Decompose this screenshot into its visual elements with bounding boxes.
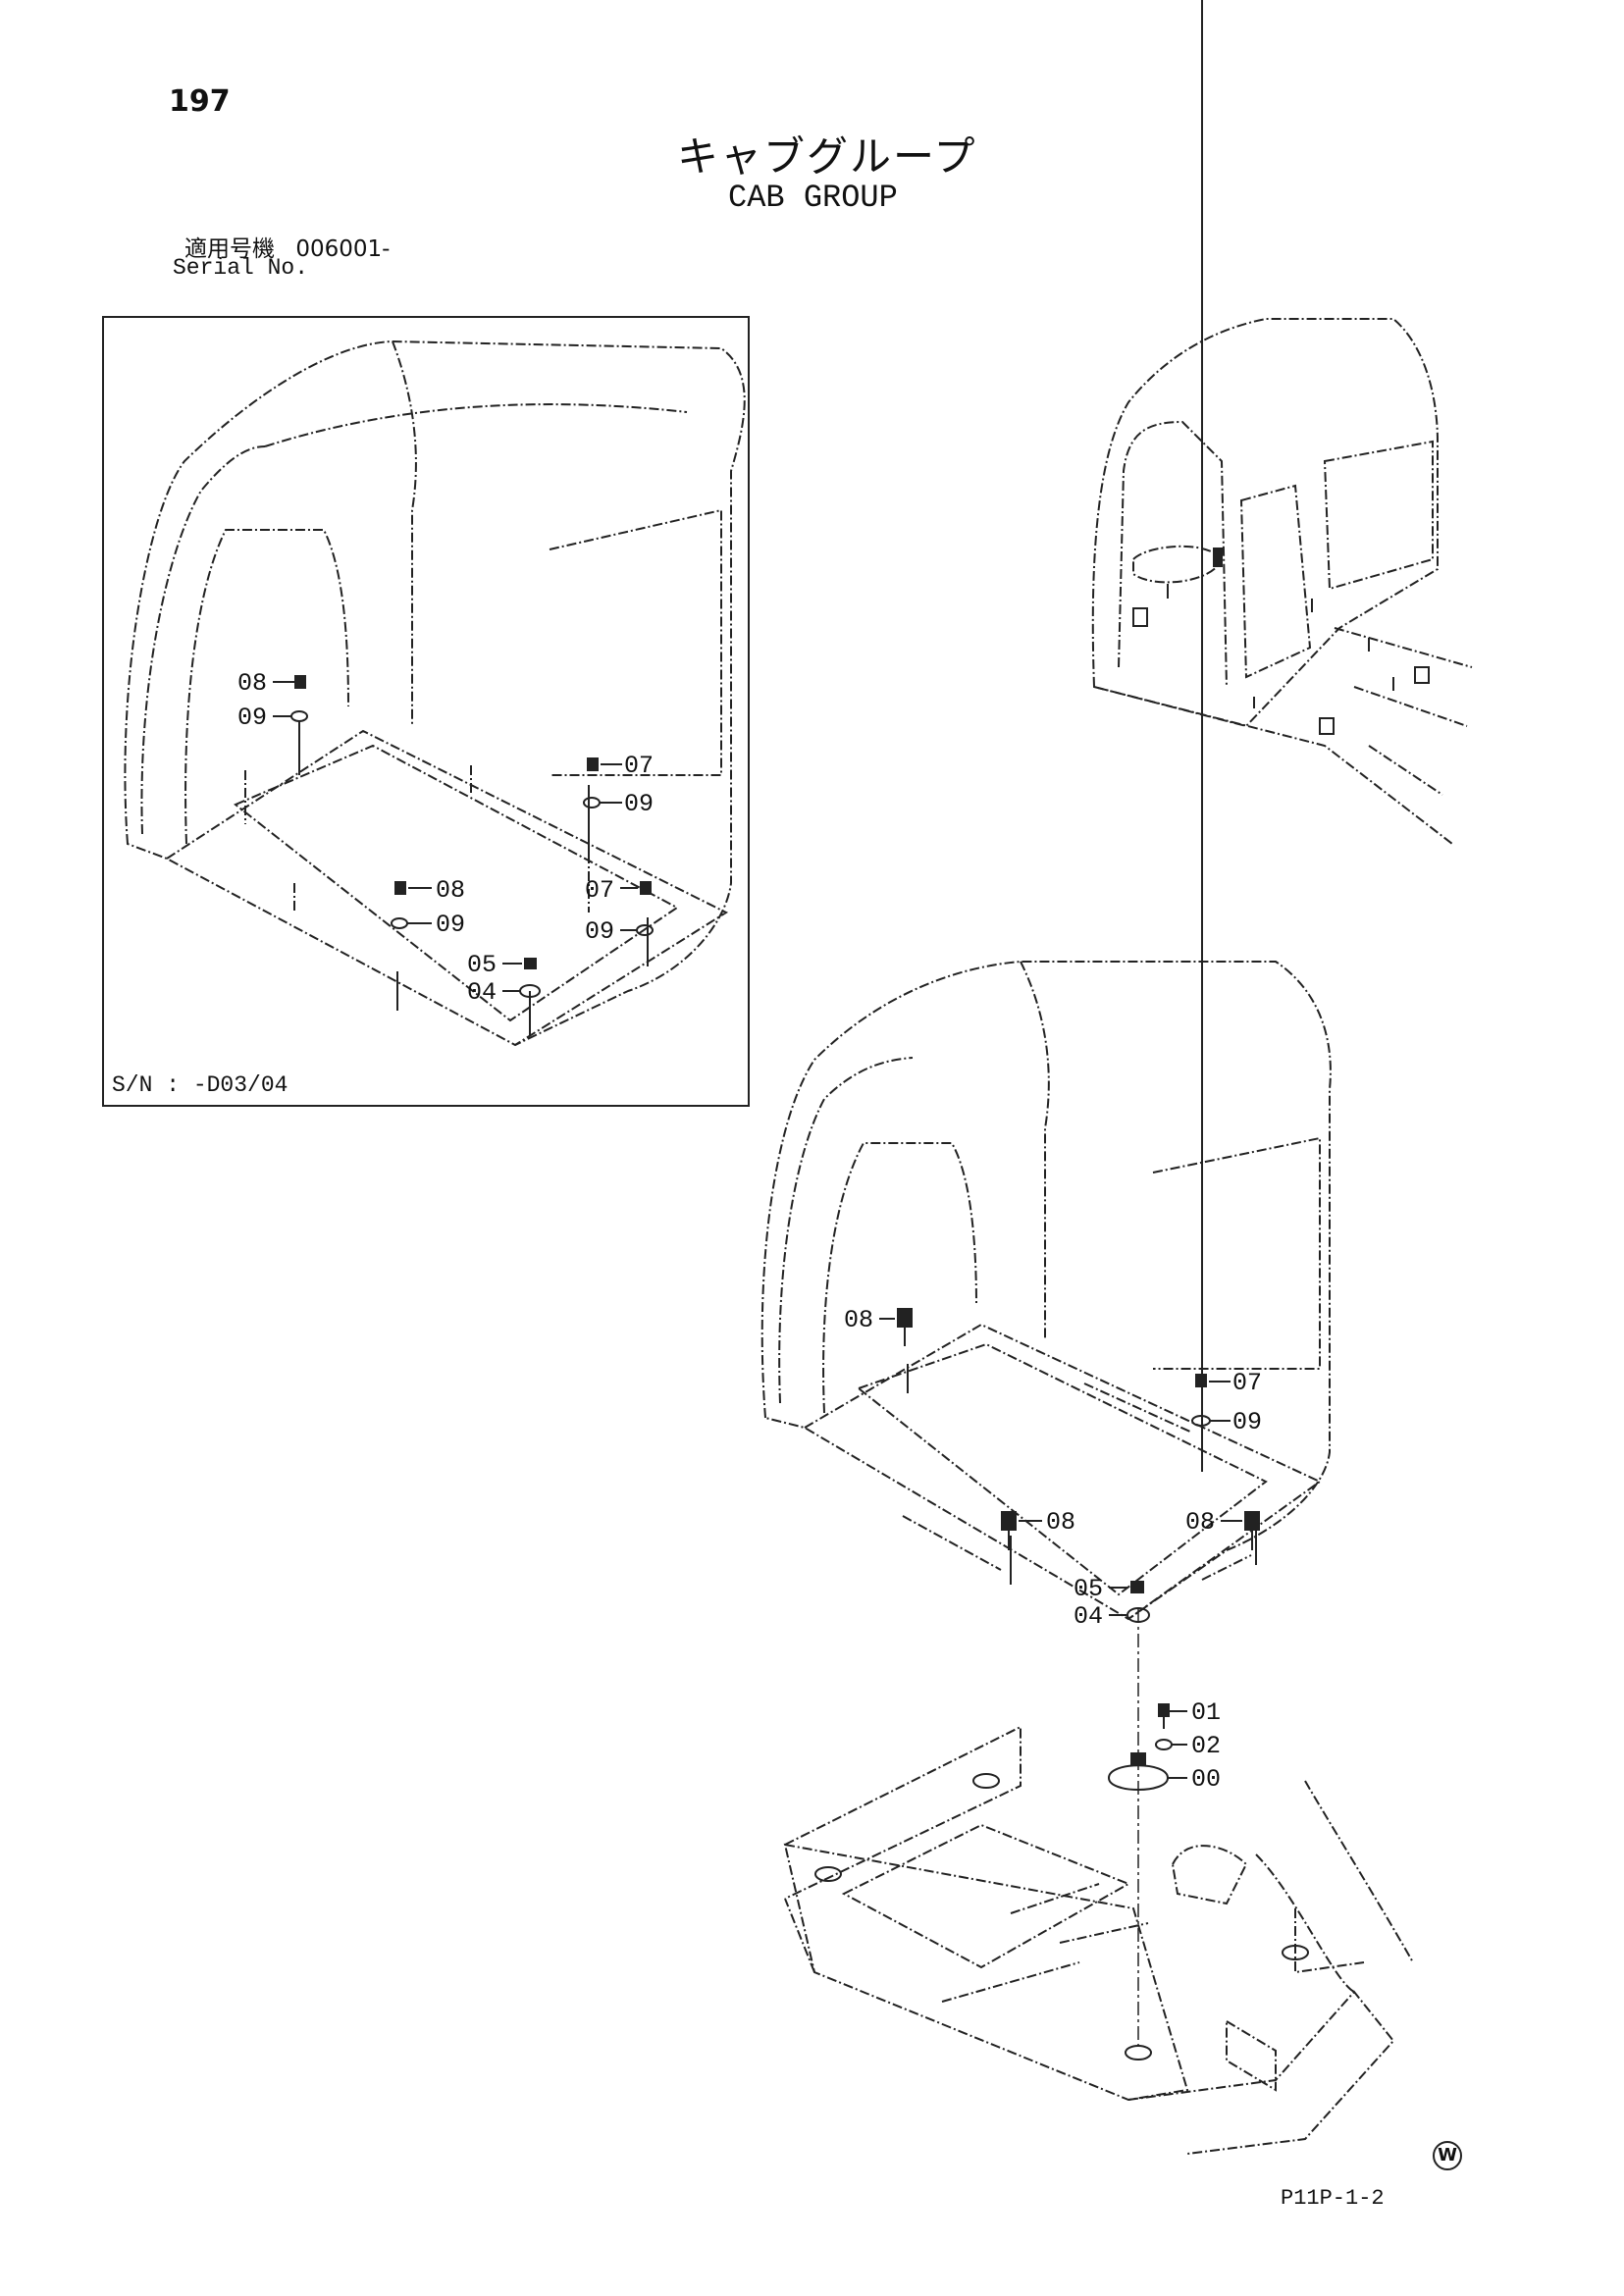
serial-value: 006001-: [295, 236, 391, 262]
main-callouts: 08 07 09 08 08 05 04 01 02 00: [844, 1306, 1262, 1794]
serial-label-japanese: 適用号機: [184, 236, 275, 262]
callout-number: 04: [1074, 1602, 1103, 1631]
page-number: 197: [169, 84, 231, 119]
callout-number: 01: [1191, 1698, 1221, 1727]
callout-number: 05: [1074, 1575, 1103, 1603]
cab-inset-drawing: [124, 339, 746, 1047]
callout-number: 09: [237, 704, 267, 732]
title-japanese: キャブグループ: [677, 132, 977, 181]
callout-number: 08: [1046, 1508, 1075, 1537]
inset-callouts: 08 09 07 09 08 09 07 09 05 04: [237, 669, 654, 1007]
callout-number: 09: [436, 911, 465, 939]
callout-number: 08: [1185, 1508, 1215, 1537]
w-mark: W: [1433, 2141, 1462, 2170]
figure-code: P11P-1-2: [1281, 2186, 1385, 2211]
callout-number: 08: [436, 876, 465, 905]
callout-number: 02: [1191, 1732, 1221, 1760]
cab-main-drawing: [760, 0, 1332, 2051]
title-english: CAB GROUP: [728, 180, 898, 216]
callout-number: 04: [467, 978, 497, 1007]
callout-number: 09: [1232, 1408, 1262, 1436]
inset-serial-note: S/N : -D03/04: [112, 1072, 288, 1098]
callout-number: 09: [585, 917, 614, 946]
serial-label-english: Serial No.: [173, 255, 309, 281]
callout-number: 08: [237, 669, 267, 698]
callout-number: 05: [467, 951, 497, 979]
callout-number: 08: [844, 1306, 873, 1334]
callout-number: 09: [624, 790, 654, 818]
cab-location-drawing: [1091, 318, 1473, 845]
inset-frame: [102, 316, 750, 1107]
callout-number: 00: [1191, 1765, 1221, 1794]
callout-number: 07: [585, 876, 614, 905]
callout-number: 07: [1232, 1369, 1262, 1397]
frame-drawing: [783, 1725, 1414, 2155]
serial-row-japanese: 適用号機 006001-: [184, 230, 390, 263]
callout-number: 07: [624, 752, 654, 780]
